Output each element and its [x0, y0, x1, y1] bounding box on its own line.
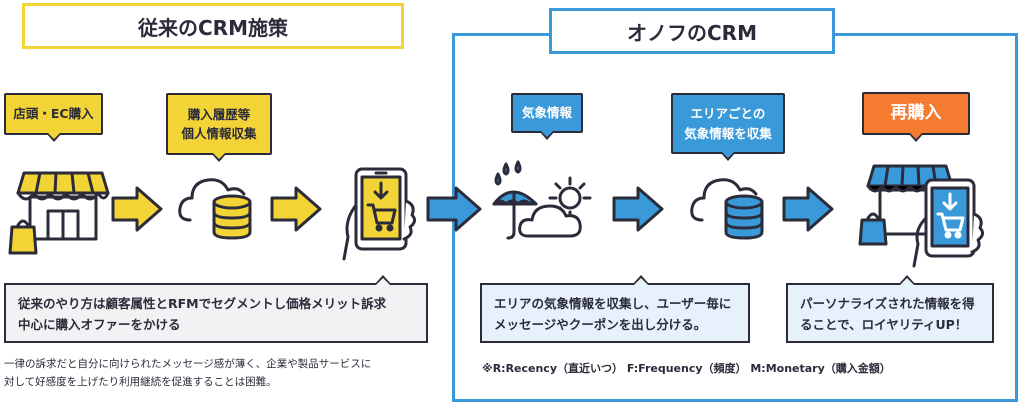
- arrow-icon: [270, 186, 322, 232]
- arrow-icon: [782, 186, 834, 232]
- old-description: 従来のやり方は顧客属性とRFMでセグメントし価格メリット訴求 中心に購入オファー…: [4, 275, 428, 343]
- new-description-weather: エリアの気象情報を収集し、ユーザー毎に メッセージやクーポンを出し分ける。: [480, 275, 750, 343]
- bubble-purchase-history: 購入履歴等 個人情報収集: [166, 93, 272, 162]
- arrow-icon: [111, 186, 163, 232]
- arrow-icon: [612, 186, 664, 232]
- bubble-repurchase: 再購入: [862, 92, 970, 142]
- bubble-label: 気象情報: [521, 105, 572, 121]
- smartphone-cart-icon: [342, 167, 417, 261]
- bubble-weather-info: 気象情報: [511, 93, 583, 140]
- new-description2-line2: ることで、ロイヤリティUP！: [800, 317, 968, 333]
- new-description1-line1: エリアの気象情報を収集し、ユーザー毎に: [494, 296, 732, 311]
- arrow-icon: [426, 186, 482, 232]
- old-note-line2: 対して好感度を上げたり利用継続を促進することは困難。: [4, 376, 277, 389]
- bubble-line2: 個人情報収集: [181, 126, 257, 141]
- old-crm-title: 従来のCRM施策: [22, 3, 404, 49]
- new-description-personalized: パーソナライズされた情報を得 ることで、ロイヤリティUP！: [786, 275, 994, 343]
- rfm-footnote: ※R:Recency（直近いつ） F:Frequency（頻度） M:Monet…: [482, 362, 891, 375]
- bubble-area-weather-collect: エリアごとの 気象情報を収集: [671, 93, 785, 161]
- old-note-line1: 一律の訴求だと自分に向けられたメッセージ感が薄く、企業や製品サービスに: [4, 358, 372, 370]
- old-description-line2: 中心に購入オファーをかける: [18, 317, 181, 333]
- bubble-line1: 購入履歴等: [187, 106, 251, 122]
- old-description-line1: 従来のやり方は顧客属性とRFMでセグメントし価格メリット訴求: [18, 296, 387, 311]
- new-description2-line1: パーソナライズされた情報を得: [800, 296, 975, 311]
- old-note: 一律の訴求だと自分に向けられたメッセージ感が薄く、企業や製品サービスに 対して好…: [4, 355, 444, 392]
- store-phone-icon: [858, 164, 985, 268]
- onoff-crm-title: オノフのCRM: [549, 8, 835, 54]
- cloud-database-icon: [178, 178, 252, 240]
- bubble-label: 店頭・EC購入: [13, 106, 94, 122]
- new-description1-line2: メッセージやクーポンを出し分ける。: [494, 317, 707, 333]
- store-icon: [8, 171, 110, 255]
- cloud-database-icon: [690, 178, 764, 240]
- bubble-line2: 気象情報を収集: [684, 125, 772, 141]
- bubble-label: 再購入: [890, 103, 942, 124]
- bubble-line1: エリアごとの: [690, 106, 766, 122]
- weather-icon: [492, 160, 592, 240]
- bubble-store-ec-purchase: 店頭・EC購入: [4, 93, 103, 142]
